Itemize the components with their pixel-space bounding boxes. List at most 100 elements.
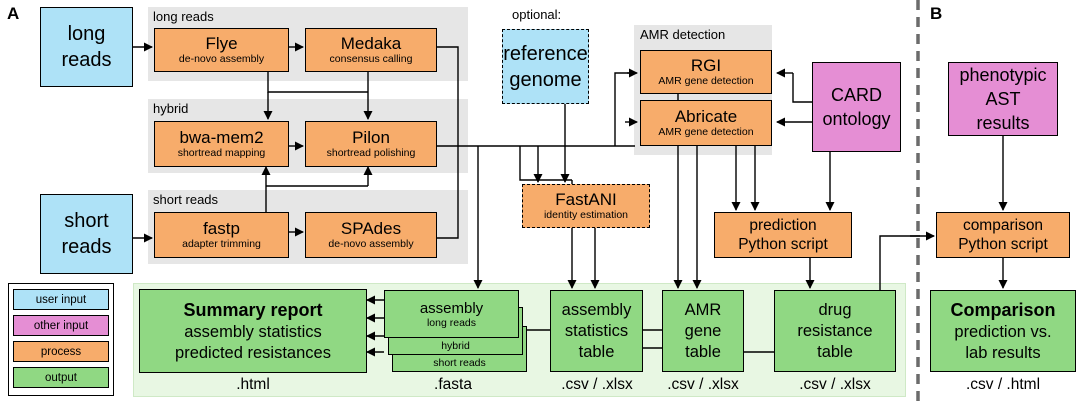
drug-line-2: resistance <box>797 321 873 340</box>
stats-line-3: table <box>578 342 615 361</box>
flye-process: Flye de-novo assembly <box>154 28 289 72</box>
card-ontology-line-2: ontology <box>822 109 891 129</box>
arrow-bus-rgi <box>614 72 635 146</box>
spades-title: SPAdes <box>340 219 402 238</box>
prediction-line-2: Python script <box>738 236 828 253</box>
assembly-variant-long-reads: long reads <box>426 316 477 329</box>
fastp-process: fastp adapter trimming <box>154 212 289 258</box>
amr-format: .csv / .xlsx <box>667 376 739 393</box>
comparison-line-1: comparison <box>962 217 1044 234</box>
assembly-format: .fasta <box>434 376 472 393</box>
comparison-process: comparison Python script <box>936 212 1070 258</box>
legend-other-input: other input <box>13 315 109 336</box>
fastani-title: FastANI <box>555 190 617 209</box>
card-ontology-line-1: CARD <box>830 85 882 105</box>
amr-line-3: table <box>685 342 721 361</box>
comparison-line-2: Python script <box>958 236 1048 253</box>
medaka-bus <box>437 46 459 146</box>
fastani-subtitle: identity estimation <box>543 209 629 221</box>
bwa-mem2-title: bwa-mem2 <box>179 128 264 147</box>
legend-output-label: output <box>45 371 77 384</box>
bwa-mem2-process: bwa-mem2 shortread mapping <box>154 121 289 167</box>
rgi-process: RGI AMR gene detection <box>640 50 772 94</box>
stats-line-2: statistics <box>564 321 629 340</box>
summary-report-output: Summary report assembly statistics predi… <box>139 289 367 373</box>
summary-report-line-2: predicted resistances <box>175 343 331 362</box>
legend-user-input-label: user input <box>35 293 87 306</box>
amr-gene-table-output: AMR gene table <box>662 290 744 372</box>
long-reads-line-2: reads <box>61 49 112 71</box>
legend-process: process <box>13 341 109 362</box>
amr-line-2: gene <box>684 321 722 340</box>
optional-label: optional: <box>512 7 562 22</box>
drug-line-1: drug <box>818 300 852 319</box>
drug-resistance-table-output: drug resistance table <box>774 290 896 372</box>
drug-format: .csv / .xlsx <box>799 376 871 393</box>
spades-process: SPAdes de-novo assembly <box>305 212 437 258</box>
arrow-drug-comparison <box>879 235 920 290</box>
medaka-title: Medaka <box>340 34 402 53</box>
arrow-bus-stats <box>519 146 572 181</box>
rgi-title: RGI <box>690 56 722 75</box>
flye-subtitle: de-novo assembly <box>178 53 265 65</box>
legend-other-input-label: other input <box>33 319 89 332</box>
reference-genome-line-2: genome <box>509 68 582 91</box>
assembly-title: assembly <box>419 299 484 317</box>
flye-title: Flye <box>205 34 238 53</box>
stats-line-1: assembly <box>561 300 632 319</box>
comparison-title: Comparison <box>950 299 1056 320</box>
pilon-title: Pilon <box>352 128 390 147</box>
drug-line-3: table <box>817 342 853 361</box>
medaka-subtitle: consensus calling <box>329 53 413 65</box>
abricate-subtitle: AMR gene detection <box>658 126 754 138</box>
panel-b-label: B <box>930 4 943 23</box>
prediction-line-1: prediction <box>749 217 817 234</box>
short-reads-input: short reads <box>40 194 133 274</box>
comparison-format: .csv / .html <box>965 376 1041 393</box>
comparison-output-line-2: lab results <box>965 343 1041 362</box>
summary-report-title: Summary report <box>183 299 323 320</box>
summary-report-format: .html <box>236 376 270 393</box>
spades-subtitle: de-novo assembly <box>328 238 414 250</box>
fastp-subtitle: adapter trimming <box>182 238 261 250</box>
spades-bus <box>437 146 459 239</box>
phenotypic-ast-line-1: phenotypic <box>959 65 1047 85</box>
legend-output: output <box>13 367 109 388</box>
legend-process-label: process <box>40 345 82 358</box>
bwa-mem2-subtitle: shortread mapping <box>177 147 266 159</box>
amr-detection-group-label: AMR detection <box>640 27 726 42</box>
legend-user-input: user input <box>13 289 109 310</box>
pilon-subtitle: shortread polishing <box>326 147 416 159</box>
phenotypic-ast-line-2: AST <box>985 89 1021 109</box>
short-reads-group-label: short reads <box>153 192 219 207</box>
pilon-process: Pilon shortread polishing <box>305 121 437 167</box>
short-reads-line-1: short <box>64 210 109 232</box>
long-reads-group-label: long reads <box>153 9 214 24</box>
abricate-title: Abricate <box>674 107 738 126</box>
comparison-output-line-1: prediction vs. <box>954 322 1052 341</box>
fastp-title: fastp <box>203 219 240 238</box>
reference-genome-line-1: reference <box>503 42 588 65</box>
reference-genome-input: reference genome <box>502 29 589 104</box>
medaka-process: Medaka consensus calling <box>305 28 437 72</box>
assembly-variant-short-reads: short reads <box>433 357 486 369</box>
summary-report-line-1: assembly statistics <box>184 322 322 341</box>
abricate-process: Abricate AMR gene detection <box>640 100 772 146</box>
phenotypic-ast-input: phenotypic AST results <box>948 62 1058 136</box>
arrow-flye-bwa <box>267 72 368 93</box>
comparison-output: Comparison prediction vs. lab results <box>930 290 1076 372</box>
assembly-long-reads-card: assembly long reads <box>384 290 519 338</box>
assembly-statistics-table-output: assembly statistics table <box>550 290 643 372</box>
legend: user input other input process output <box>8 283 114 396</box>
assembly-variant-hybrid: hybrid <box>441 340 470 352</box>
prediction-process: prediction Python script <box>714 212 852 258</box>
short-reads-line-2: reads <box>61 236 112 258</box>
hybrid-group-label: hybrid <box>153 101 189 116</box>
arrow-card-rgi <box>792 73 812 103</box>
amr-line-1: AMR <box>684 300 722 319</box>
long-reads-input: long reads <box>40 7 133 87</box>
phenotypic-ast-line-3: results <box>976 113 1030 133</box>
fastani-process: FastANI identity estimation <box>522 184 650 228</box>
card-ontology-input: CARD ontology <box>812 62 901 152</box>
